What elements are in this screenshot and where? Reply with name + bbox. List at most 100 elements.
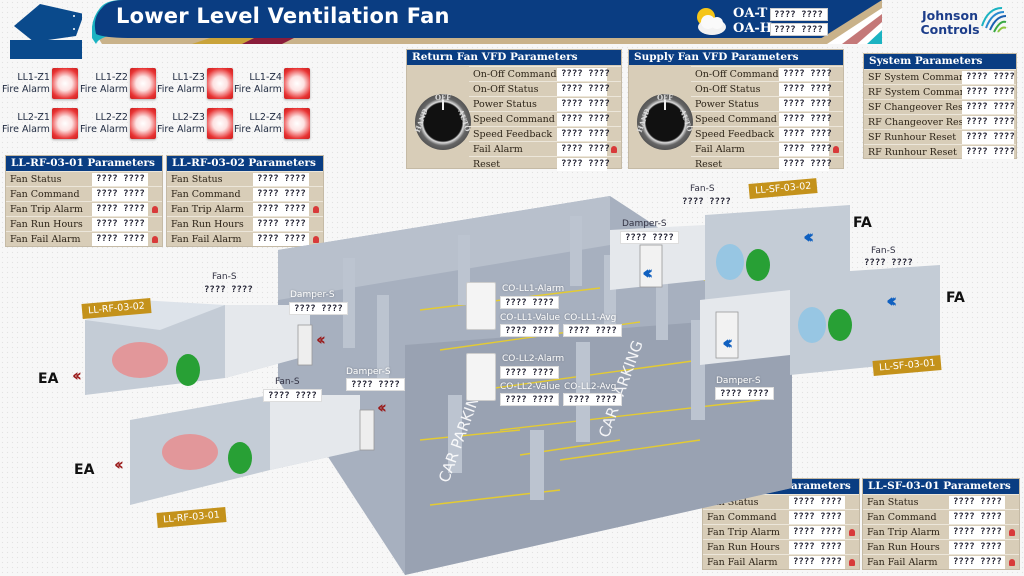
parameter-value[interactable]: ???? ???? — [253, 217, 309, 231]
alarm-type: Fire Alarm — [157, 123, 205, 135]
parameter-value[interactable]: ???? ???? — [949, 495, 1005, 509]
parameter-value[interactable]: ???? ???? — [779, 127, 832, 141]
parameter-row: RF System Command???? ???? — [864, 84, 1016, 99]
alarm-bell-icon[interactable] — [845, 558, 859, 566]
parameter-label: Speed Command — [473, 113, 555, 125]
parameter-label: RF Changeover Reset — [868, 116, 962, 128]
alarm-bell-icon[interactable] — [1005, 528, 1019, 536]
co-ll1-alarm-label: CO-LL1-Alarm — [502, 284, 565, 294]
sf1-damper-label: Damper-S — [716, 376, 761, 386]
parameter-value[interactable]: ???? ???? — [949, 555, 1005, 569]
parameter-value[interactable]: ???? ???? — [962, 100, 1015, 114]
parameter-value[interactable]: ???? ???? — [557, 97, 610, 111]
parameter-value[interactable]: ???? ???? — [253, 232, 309, 246]
exhaust-arrow-icon: ‹‹ — [72, 366, 82, 386]
parameter-value[interactable]: ???? ???? — [92, 217, 148, 231]
parameter-row: Fan Fail Alarm???? ???? — [703, 554, 859, 569]
rf1-fan-label: Fan-S — [275, 377, 300, 387]
brand-line2: Controls — [920, 22, 980, 37]
parameter-value[interactable]: ???? ???? — [962, 70, 1015, 84]
parameter-label: SF System Command — [868, 71, 962, 83]
parameter-value[interactable]: ???? ???? — [962, 115, 1015, 129]
parameter-value[interactable]: ???? ???? — [949, 510, 1005, 524]
alarm-bell-icon[interactable] — [148, 235, 162, 243]
alarm-bell-icon[interactable] — [1005, 558, 1019, 566]
parameter-value[interactable]: ???? ???? — [962, 145, 1015, 159]
parameter-label: On-Off Status — [473, 83, 539, 95]
parameter-value[interactable]: ???? ???? — [92, 172, 148, 186]
rf2-fan-value: ???? ???? — [204, 285, 253, 295]
parameter-value[interactable]: ???? ???? — [779, 157, 832, 171]
parameter-value[interactable]: ???? ???? — [92, 187, 148, 201]
parameter-value[interactable]: ???? ???? — [789, 555, 845, 569]
sf2-damper-value: ???? ???? — [620, 231, 679, 244]
parameter-value[interactable]: ???? ???? — [557, 157, 610, 171]
parameter-label: Fan Command — [867, 511, 937, 523]
parameter-value[interactable]: ???? ???? — [779, 142, 832, 156]
fire-alarm-strobe-icon — [206, 68, 233, 99]
alarm-bell-icon[interactable] — [845, 528, 859, 536]
zone-name: LL2-Z2 — [95, 111, 128, 123]
parameter-value[interactable]: ???? ???? — [779, 112, 832, 126]
damper-sf2-icon — [639, 244, 663, 288]
parameter-value[interactable]: ???? ???? — [557, 82, 610, 96]
parameter-label: Fan Fail Alarm — [867, 556, 938, 568]
alarm-bell-icon[interactable] — [829, 145, 843, 153]
parameter-value[interactable]: ???? ???? — [789, 495, 845, 509]
parameter-value[interactable]: ???? ???? — [92, 232, 148, 246]
parameter-value[interactable]: ???? ???? — [949, 540, 1005, 554]
parameter-value[interactable]: ???? ???? — [779, 82, 832, 96]
parameter-value[interactable]: ???? ???? — [789, 510, 845, 524]
parameter-value[interactable]: ???? ???? — [253, 187, 309, 201]
home-logo-icon[interactable] — [10, 2, 82, 59]
parameter-label: Fan Status — [171, 173, 223, 185]
parameter-row: Fan Command???? ???? — [6, 186, 162, 201]
alarm-bell-icon[interactable] — [309, 235, 323, 243]
panel-title: Return Fan VFD Parameters — [407, 50, 621, 65]
co-sensor-ll1-icon[interactable] — [466, 282, 496, 330]
parameter-value[interactable]: ???? ???? — [962, 130, 1015, 144]
fire-alarm-strobe-icon — [283, 68, 310, 99]
fresh-air-label: FA — [853, 215, 872, 231]
parameter-label: Speed Command — [695, 113, 777, 125]
parameter-value[interactable]: ???? ???? — [962, 85, 1015, 99]
alarm-bell-icon[interactable] — [607, 145, 621, 153]
parameter-value[interactable]: ???? ???? — [557, 142, 610, 156]
airflow-arrow-icon: ‹‹ — [377, 398, 387, 418]
co-ll1-value-label: CO-LL1-Value — [500, 313, 561, 323]
parameter-value[interactable]: ???? ???? — [253, 202, 309, 216]
alarm-bell-icon[interactable] — [309, 205, 323, 213]
parameter-value[interactable]: ???? ???? — [789, 525, 845, 539]
parameter-value[interactable]: ???? ???? — [253, 172, 309, 186]
parameter-value[interactable]: ???? ???? — [557, 112, 610, 126]
co-sensor-ll2-icon[interactable] — [466, 353, 496, 401]
parameter-value[interactable]: ???? ???? — [557, 67, 610, 81]
bell-shape — [152, 235, 158, 243]
exhaust-air-label: EA — [38, 371, 59, 387]
parameter-value[interactable]: ???? ???? — [779, 97, 832, 111]
alarm-bell-icon[interactable] — [148, 205, 162, 213]
parameter-label: Fan Status — [707, 496, 759, 508]
parameter-value[interactable]: ???? ???? — [779, 67, 832, 81]
parameter-value[interactable]: ???? ???? — [789, 540, 845, 554]
parameter-value[interactable]: ???? ???? — [557, 127, 610, 141]
zone-name: LL2-Z4 — [249, 111, 282, 123]
panel-title: Supply Fan VFD Parameters — [629, 50, 843, 65]
parameter-value[interactable]: ???? ???? — [92, 202, 148, 216]
parameter-value[interactable]: ???? ???? — [949, 525, 1005, 539]
sf1-fan-label: Fan-S — [871, 246, 896, 256]
exhaust-arrow-icon: ‹‹ — [114, 455, 124, 475]
